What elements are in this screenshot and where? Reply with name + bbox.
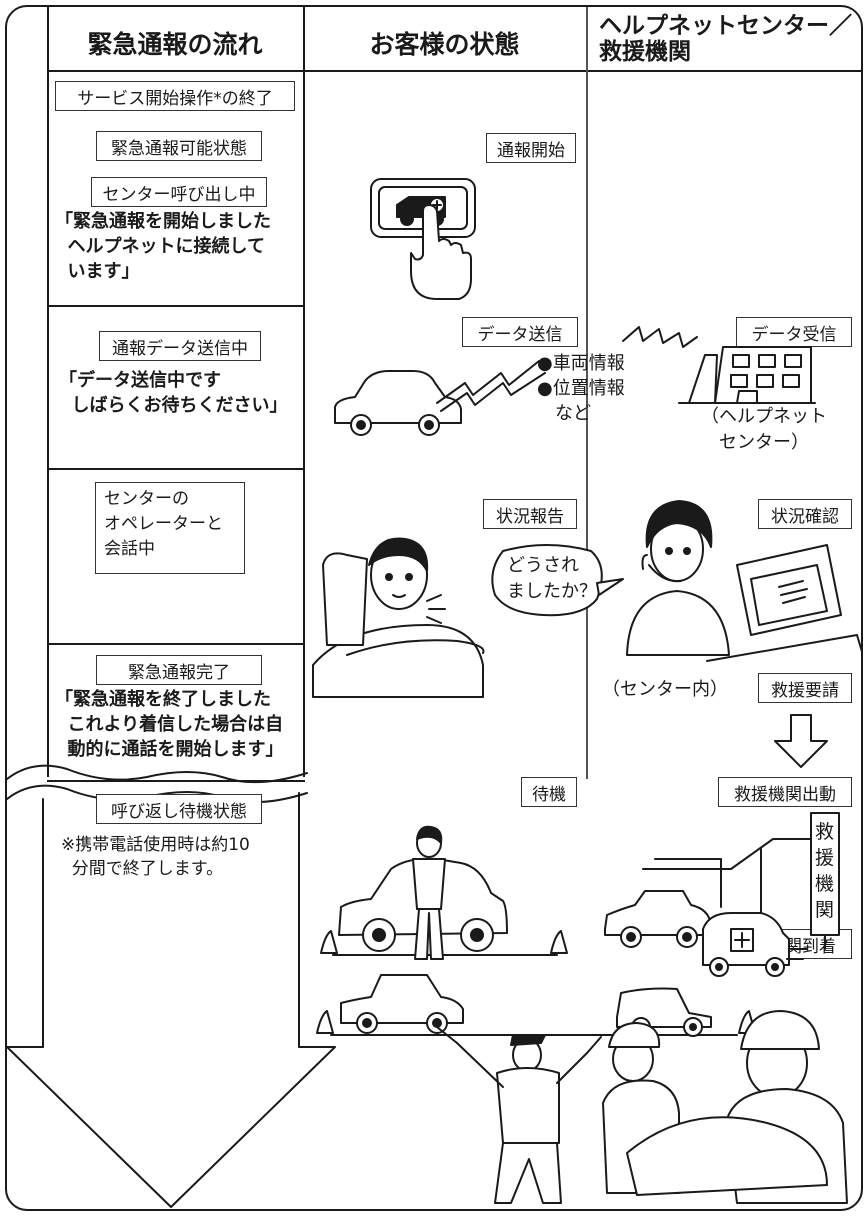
row-divider-4 [47, 780, 305, 782]
header-center-line1: ヘルプネットセンター／ [599, 13, 852, 39]
header-flow: 緊急通報の流れ [87, 30, 263, 59]
step-sending: 通報データ送信中 [99, 331, 261, 361]
center-column-divider [586, 7, 588, 779]
label-wait: 待機 [521, 777, 577, 807]
label-confirm: 状況確認 [758, 499, 852, 529]
row-divider-1 [47, 305, 305, 307]
header-center: ヘルプネットセンター／ 救援機関 [599, 13, 861, 73]
help-center-building-icon [622, 326, 816, 404]
rescue-dispatch-icon [604, 812, 840, 977]
rescue-arrival-icon [316, 974, 848, 1204]
row-divider-2 [47, 468, 305, 470]
car-sending-data-icon [334, 360, 546, 436]
driver-reporting-icon [312, 537, 485, 698]
header-customer: お客様の状態 [369, 30, 520, 59]
request-down-arrow [774, 714, 828, 768]
label-start: 通報開始 [486, 133, 576, 163]
label-receive: データ受信 [736, 317, 852, 347]
label-request: 救援要請 [758, 673, 852, 703]
label-dispatch: 救援機関出動 [718, 777, 852, 807]
step-callback: 呼び返し待機状態 [96, 794, 262, 824]
step-calling: センター呼び出し中 [91, 177, 267, 207]
step-talking: センターの オペレーターと 会話中 [95, 482, 245, 574]
callback-note: ※携帯電話使用時は約10 分間で終了します。 [61, 835, 250, 879]
row-divider-3 [47, 643, 305, 645]
calling-message: 「緊急通報を開始しました ヘルプネットに接続して います」 [55, 211, 271, 282]
flow-diagram-frame: 緊急通報の流れ お客様の状態 ヘルプネットセンター／ 救援機関 サービス開始操作… [5, 5, 863, 1211]
label-center-name: （ヘルプネット センター） [701, 406, 827, 453]
data-items: ●車両情報 ●位置情報 など [537, 353, 625, 424]
step-ready: 緊急通報可能状態 [96, 131, 262, 161]
label-report: 状況報告 [483, 499, 577, 529]
header-center-line2: 救援機関 [599, 39, 691, 65]
agency-sign: 救 援 機 関 [815, 821, 835, 921]
speech-text: どうされ ましたか？ [507, 555, 597, 602]
flow-arrow-right-edge [303, 7, 305, 777]
header-divider [47, 70, 861, 72]
complete-message: 「緊急通報を終了しました これより着信した場合は自 動的に通話を開始します」 [55, 689, 284, 760]
flow-arrow-left-edge [47, 7, 49, 777]
step-complete: 緊急通報完了 [96, 655, 262, 685]
emergency-button-icon [370, 178, 476, 300]
sending-message: 「データ送信中です しばらくお待ちください」 [59, 370, 288, 416]
label-send: データ送信 [462, 317, 578, 347]
step-service-end: サービス開始操作*の終了 [55, 81, 295, 111]
waiting-person-icon [320, 825, 568, 960]
operator-icon [626, 500, 861, 662]
label-in-center: （センター内） [602, 679, 728, 700]
speech-bubble [491, 544, 624, 617]
